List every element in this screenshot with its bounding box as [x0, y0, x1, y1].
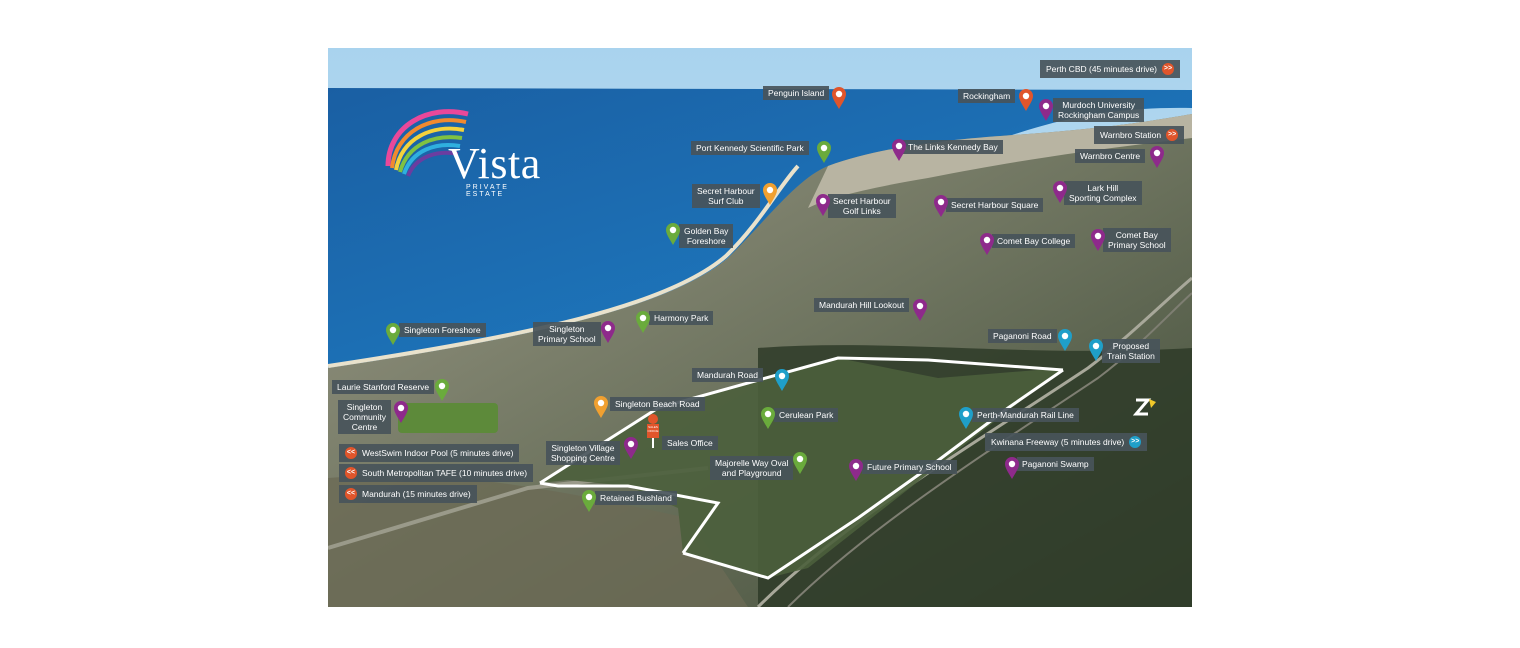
- label-text: Perth CBD (45 minutes drive): [1046, 64, 1158, 74]
- map-pin-icon[interactable]: [635, 310, 651, 334]
- label-mandurah-lookout: Mandurah Hill Lookout: [814, 298, 910, 312]
- map-pin-icon[interactable]: [958, 406, 974, 430]
- label-singleton-village: Singleton Village Shopping Centre: [546, 441, 620, 465]
- label-singleton-community: Singleton Community Centre: [338, 400, 391, 434]
- sales-office-sign-icon[interactable]: [646, 414, 660, 448]
- label-mandurah-road: Mandurah Road: [692, 368, 763, 382]
- map-pin-icon[interactable]: [393, 400, 409, 424]
- label-future-primary: Future Primary School: [862, 460, 957, 474]
- label-sh-square: Secret Harbour Square: [946, 198, 1044, 212]
- map-pin-icon[interactable]: [665, 222, 681, 246]
- label-text: WestSwim Indoor Pool (5 minutes drive): [362, 448, 514, 458]
- map-pin-icon[interactable]: [762, 182, 778, 206]
- arrow-left-icon: <<: [345, 488, 357, 500]
- map-pin-icon[interactable]: [792, 451, 808, 475]
- label-retained-bushland: Retained Bushland: [595, 491, 677, 505]
- map-pin-icon[interactable]: [385, 322, 401, 346]
- map-pin-icon[interactable]: [1088, 338, 1104, 362]
- label-text: South Metropolitan TAFE (10 minutes driv…: [362, 468, 528, 478]
- label-text: Kwinana Freeway (5 minutes drive): [991, 437, 1125, 447]
- label-penguin-island: Penguin Island: [763, 86, 830, 100]
- map-pin-icon[interactable]: [760, 406, 776, 430]
- map-pin-icon[interactable]: [1004, 456, 1020, 480]
- map-pin-icon[interactable]: [1057, 328, 1073, 352]
- label-kwinana: Kwinana Freeway (5 minutes drive) >>: [985, 433, 1148, 451]
- map-pin-icon[interactable]: [1149, 145, 1165, 169]
- label-mandurah: << Mandurah (15 minutes drive): [339, 485, 477, 503]
- map-pin-icon[interactable]: [623, 436, 639, 460]
- map-pin-icon[interactable]: [831, 86, 847, 110]
- label-lark-hill: Lark Hill Sporting Complex: [1064, 181, 1142, 205]
- map-pin-icon[interactable]: [816, 140, 832, 164]
- label-laurie-stanford: Laurie Stanford Reserve: [332, 380, 435, 394]
- arrow-right-icon: >>: [1166, 129, 1179, 141]
- label-comet-college: Comet Bay College: [992, 234, 1076, 248]
- vista-logo: Vista PRIVATE ESTATE: [378, 96, 540, 198]
- label-singleton-foreshore: Singleton Foreshore: [399, 323, 486, 337]
- sales-office-sign-text: SALES OFFICE: [647, 425, 659, 433]
- map-pin-icon[interactable]: [434, 378, 450, 402]
- arrow-right-icon: >>: [1129, 436, 1142, 448]
- label-rail-line: Perth-Mandurah Rail Line: [972, 408, 1079, 422]
- north-compass-icon: [1132, 396, 1157, 418]
- label-sh-surf: Secret Harbour Surf Club: [692, 184, 760, 208]
- logo-subtitle: PRIVATE ESTATE: [466, 184, 509, 198]
- label-smtafe: << South Metropolitan TAFE (10 minutes dr…: [339, 464, 534, 482]
- label-port-kennedy: Port Kennedy Scientific Park: [691, 141, 809, 155]
- label-cerulean-park: Cerulean Park: [774, 408, 839, 422]
- label-perth-cbd: Perth CBD (45 minutes drive) >>: [1040, 60, 1181, 78]
- label-text: Warnbro Station: [1100, 130, 1162, 140]
- map-pin-icon[interactable]: [1052, 180, 1068, 204]
- map-pin-icon[interactable]: [912, 298, 928, 322]
- rainbow-icon: [385, 109, 469, 177]
- aerial-map: Vista PRIVATE ESTATE Penguin Island Rocki…: [328, 48, 1192, 607]
- label-golden-bay: Golden Bay Foreshore: [679, 224, 734, 248]
- label-text: Mandurah (15 minutes drive): [362, 489, 471, 499]
- map-pin-icon[interactable]: [815, 193, 831, 217]
- label-sales-office: Sales Office: [662, 436, 718, 450]
- label-murdoch: Murdoch University Rockingham Campus: [1053, 98, 1145, 122]
- map-pin-icon[interactable]: [581, 489, 597, 513]
- map-pin-icon[interactable]: [933, 194, 949, 218]
- map-pin-icon[interactable]: [600, 320, 616, 344]
- label-proposed-train: Proposed Train Station: [1102, 339, 1160, 363]
- map-pin-icon[interactable]: [891, 138, 907, 162]
- arrow-left-icon: <<: [345, 447, 357, 459]
- label-singleton-primary: Singleton Primary School: [533, 322, 601, 346]
- logo-wordmark: Vista: [448, 139, 541, 188]
- label-links-kennedy: The Links Kennedy Bay: [903, 140, 1003, 154]
- label-comet-primary: Comet Bay Primary School: [1103, 228, 1171, 252]
- label-singleton-beach-road: Singleton Beach Road: [610, 397, 705, 411]
- label-majorelle: Majorelle Way Oval and Playground: [710, 456, 794, 480]
- label-warnbro-station: Warnbro Station >>: [1094, 126, 1185, 144]
- label-paganoni-swamp: Paganoni Swamp: [1017, 457, 1094, 471]
- map-pin-icon[interactable]: [1090, 228, 1106, 252]
- map-pin-icon[interactable]: [1038, 98, 1054, 122]
- map-pin-icon[interactable]: [774, 368, 790, 392]
- arrow-left-icon: <<: [345, 467, 357, 479]
- arrow-right-icon: >>: [1162, 63, 1175, 75]
- label-warnbro-centre: Warnbro Centre: [1075, 149, 1146, 163]
- map-pin-icon[interactable]: [1018, 88, 1034, 112]
- label-paganoni-road: Paganoni Road: [988, 329, 1057, 343]
- map-pin-icon[interactable]: [593, 395, 609, 419]
- label-harmony-park: Harmony Park: [649, 311, 714, 325]
- label-rockingham: Rockingham: [958, 89, 1016, 103]
- label-westswim: << WestSwim Indoor Pool (5 minutes drive): [339, 444, 520, 462]
- map-pin-icon[interactable]: [979, 232, 995, 256]
- label-sh-golf: Secret Harbour Golf Links: [828, 194, 896, 218]
- map-pin-icon[interactable]: [848, 458, 864, 482]
